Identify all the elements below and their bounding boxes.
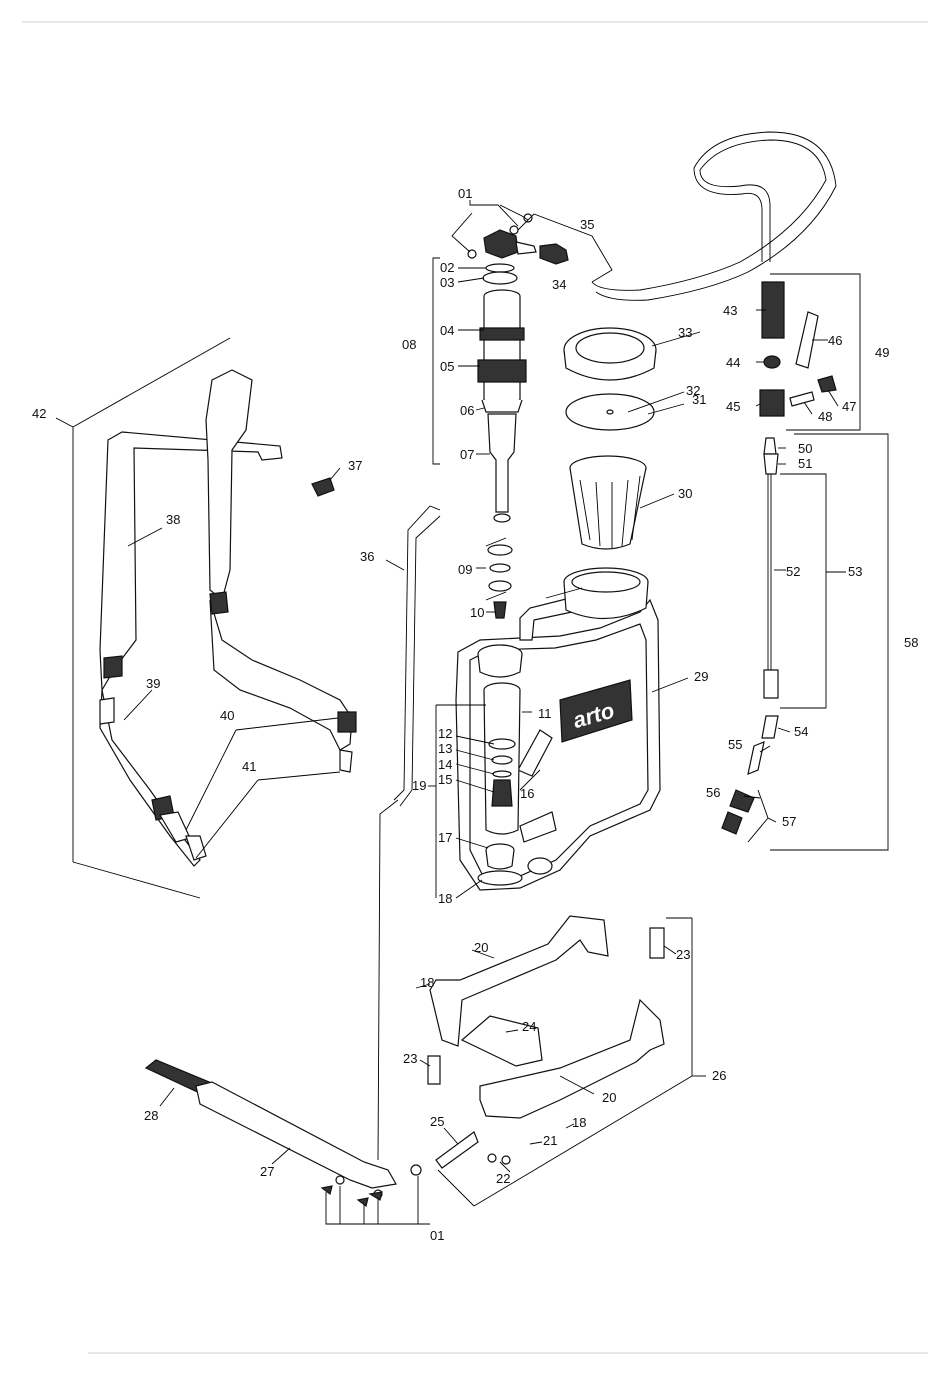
label-48: 48 — [818, 409, 832, 424]
label-44: 44 — [726, 355, 740, 370]
label-52: 52 — [786, 564, 800, 579]
label-08: 08 — [402, 337, 416, 352]
label-26: 26 — [712, 1068, 726, 1083]
label-55: 55 — [728, 737, 742, 752]
label-45: 45 — [726, 399, 740, 414]
label-18-middle: 18 — [420, 975, 434, 990]
label-35: 35 — [580, 217, 594, 232]
label-57: 57 — [782, 814, 796, 829]
pump-column — [468, 214, 536, 618]
label-21: 21 — [543, 1133, 557, 1148]
lance-assembly — [722, 438, 778, 834]
tube-36 — [394, 506, 440, 800]
label-04: 04 — [440, 323, 454, 338]
label-30: 30 — [678, 486, 692, 501]
lever-arm — [146, 1060, 510, 1198]
label-20-upper: 20 — [474, 940, 488, 955]
label-41: 41 — [242, 759, 256, 774]
lid-and-strainer — [564, 328, 656, 549]
label-38: 38 — [166, 512, 180, 527]
label-07: 07 — [460, 447, 474, 462]
tank-29: arto — [456, 568, 660, 890]
label-36: 36 — [360, 549, 374, 564]
clip-37 — [312, 478, 334, 496]
label-13: 13 — [438, 741, 452, 756]
label-03: 03 — [440, 275, 454, 290]
label-20-lower: 20 — [602, 1090, 616, 1105]
label-27: 27 — [260, 1164, 274, 1179]
label-32: 32 — [686, 383, 700, 398]
label-23-upper: 23 — [676, 947, 690, 962]
label-23-lower: 23 — [403, 1051, 417, 1066]
label-43: 43 — [723, 303, 737, 318]
label-12: 12 — [438, 726, 452, 741]
label-58: 58 — [904, 635, 918, 650]
harness-assembly — [73, 338, 356, 898]
label-16: 16 — [520, 786, 534, 801]
label-11: 11 — [538, 706, 552, 721]
label-40: 40 — [220, 708, 234, 723]
label-34: 34 — [552, 277, 566, 292]
label-29: 29 — [694, 669, 708, 684]
label-56: 56 — [706, 785, 720, 800]
label-10: 10 — [470, 605, 484, 620]
screw-set-01 — [322, 1186, 382, 1206]
label-50: 50 — [798, 441, 812, 456]
label-02: 02 — [440, 260, 454, 275]
label-24: 24 — [522, 1019, 536, 1034]
label-15: 15 — [438, 772, 452, 787]
label-18-upper: 18 — [438, 891, 452, 906]
label-01-top: 01 — [458, 186, 472, 201]
label-37: 37 — [348, 458, 362, 473]
label-19: 19 — [412, 778, 426, 793]
label-14: 14 — [438, 757, 452, 772]
label-17: 17 — [438, 830, 452, 845]
label-33: 33 — [678, 325, 692, 340]
label-53: 53 — [848, 564, 862, 579]
label-39: 39 — [146, 676, 160, 691]
label-54: 54 — [794, 724, 808, 739]
label-49: 49 — [875, 345, 889, 360]
label-51: 51 — [798, 456, 812, 471]
label-42: 42 — [32, 406, 46, 421]
label-09: 09 — [458, 562, 472, 577]
label-06: 06 — [460, 403, 474, 418]
label-25: 25 — [430, 1114, 444, 1129]
label-46: 46 — [828, 333, 842, 348]
label-05: 05 — [440, 359, 454, 374]
label-01-bottom: 01 — [430, 1228, 444, 1243]
base-frame — [428, 916, 692, 1206]
label-28: 28 — [144, 1108, 158, 1123]
label-22: 22 — [496, 1171, 510, 1186]
label-47: 47 — [842, 399, 856, 414]
label-18-lower: 18 — [572, 1115, 586, 1130]
